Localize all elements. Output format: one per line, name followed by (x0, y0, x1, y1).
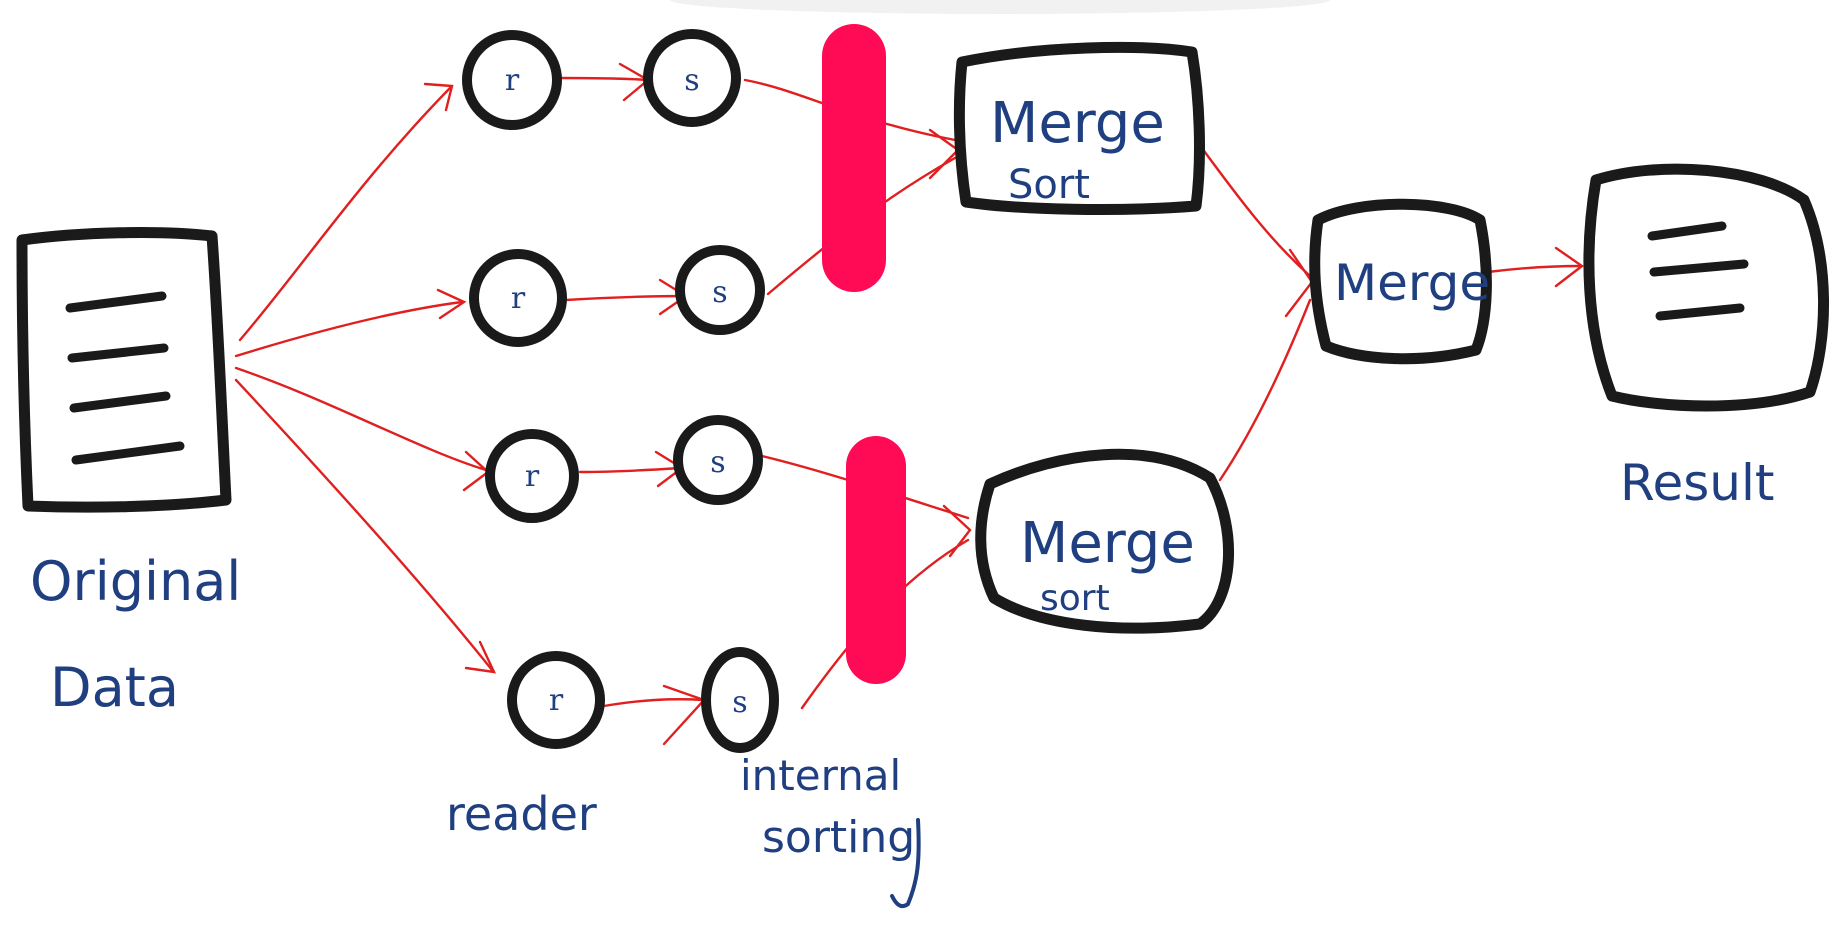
sorter-node-4: s (701, 647, 779, 753)
arrow-head (942, 504, 972, 558)
result-line-2 (1649, 259, 1749, 277)
arrow-reader-1-to-sorter-1 (558, 76, 650, 82)
result-line-1 (1647, 221, 1727, 241)
merge-sort-box-bottom: Merge sort (975, 448, 1235, 634)
arrow-data-to-reader-2 (234, 300, 464, 358)
reader-nodes: r r r r (462, 30, 605, 749)
arrow-head (662, 684, 707, 746)
arrow-data-to-reader-4 (234, 378, 494, 672)
arrow-reader-2-to-sorter-2 (564, 294, 686, 302)
sorter-node-1: s (643, 29, 741, 127)
arrow-head (462, 450, 490, 492)
original-data-label-line2: Data (50, 656, 179, 719)
reader-glyph: r (549, 683, 564, 718)
sorter-node-3: s (673, 415, 763, 505)
merge-sort-box-top: Merge Sort (953, 41, 1205, 215)
arrows (234, 62, 1585, 746)
document-line-3 (69, 391, 171, 413)
result-label: Result (1620, 454, 1775, 512)
reader-glyph: r (511, 281, 526, 316)
reader-glyph: r (505, 63, 520, 98)
arrow-data-to-reader-1 (238, 86, 452, 342)
arrow-sorter-4-to-reader-4 (602, 698, 706, 708)
original-data-label-line1: Original (30, 550, 241, 613)
sorter-node-2: s (675, 245, 765, 335)
arrow-merge-sort-bottom-to-merge (1218, 298, 1312, 482)
result-document (1583, 163, 1830, 412)
reader-node-1: r (462, 30, 562, 130)
document-outline (16, 227, 232, 513)
sorter-glyph: s (712, 275, 727, 310)
merge-sort-bottom-line1: Merge (1020, 511, 1195, 576)
barrier-top (822, 24, 886, 292)
arrow-reader-3-to-sorter-3 (578, 466, 682, 474)
arrow-head (436, 288, 467, 320)
arrow-head (1554, 246, 1585, 288)
reader-glyph: r (525, 459, 540, 494)
document-line-2 (67, 343, 169, 363)
internal-sorting-label-line2: sorting (762, 812, 915, 863)
sorter-glyph: s (710, 445, 725, 480)
reader-node-2: r (469, 249, 567, 347)
original-data-document (16, 227, 232, 513)
internal-sorting-label-line1: internal (740, 751, 901, 800)
sorting-label-tail (890, 818, 921, 909)
sorter-glyph: s (684, 63, 699, 98)
arrow-head (464, 640, 497, 674)
merge-sort-top-line2: Sort (1008, 162, 1090, 208)
arrow-merge-sort-top-to-merge (1194, 138, 1312, 278)
merge-final-label: Merge (1334, 254, 1490, 312)
merge-box: Merge (1309, 198, 1492, 365)
result-line-3 (1655, 303, 1745, 321)
top-shadow (670, 0, 1330, 14)
reader-node-4: r (507, 651, 605, 749)
merge-sort-top-line1: Merge (990, 91, 1165, 156)
arrow-data-to-reader-3 (234, 366, 488, 472)
merge-sort-bottom-line2: sort (1040, 578, 1110, 619)
reader-node-3: r (485, 429, 579, 523)
sorter-nodes: s s s s (643, 29, 779, 753)
document-line-4 (71, 441, 185, 465)
sorter-glyph: s (732, 685, 747, 720)
barrier-bottom (846, 436, 906, 684)
document-line-1 (65, 291, 167, 313)
arrow-head (423, 82, 454, 112)
arrow-merge-to-result (1486, 264, 1582, 274)
reader-label: reader (446, 787, 597, 841)
